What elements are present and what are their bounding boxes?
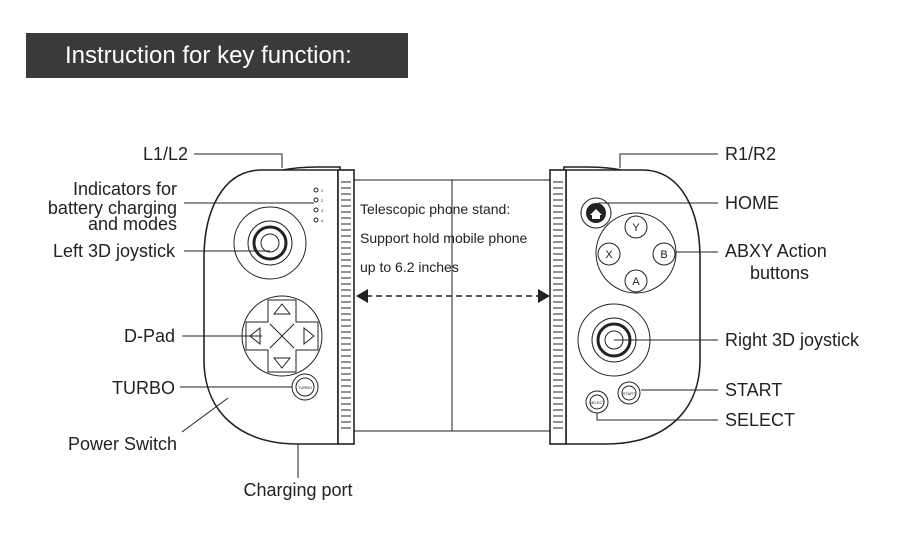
label-start: START: [725, 380, 782, 400]
dpad[interactable]: [241, 295, 323, 377]
label-power-switch: Power Switch: [68, 434, 177, 454]
label-indicators-2: battery charging: [48, 198, 177, 218]
label-left-joystick: Left 3D joystick: [53, 241, 176, 261]
label-indicators-3: and modes: [88, 214, 177, 234]
label-abxy-1: ABXY Action: [725, 241, 827, 261]
y-button[interactable]: Y: [624, 215, 648, 239]
callout-lines-left: [180, 153, 314, 478]
indicator-leds: 1 2 3 4: [313, 187, 324, 223]
select-button[interactable]: SELECT: [585, 390, 609, 414]
label-l1-l2: L1/L2: [143, 144, 188, 164]
turbo-button[interactable]: TURBO: [291, 373, 319, 401]
x-button[interactable]: X: [597, 242, 621, 266]
stand-text-line-2: Support hold mobile phone: [360, 230, 528, 246]
svg-text:2: 2: [321, 198, 324, 203]
svg-text:SELECT: SELECT: [589, 400, 605, 405]
home-icon: [590, 209, 602, 219]
page-title: Instruction for key function:: [26, 33, 408, 78]
right-controller: Y X B A SELECT: [549, 166, 701, 445]
a-button[interactable]: A: [624, 269, 648, 293]
left-grip-ribs: [341, 181, 351, 429]
svg-text:START: START: [623, 391, 636, 396]
right-grip-ribs: [553, 181, 563, 429]
label-select: SELECT: [725, 410, 795, 430]
home-button[interactable]: [580, 197, 612, 229]
left-joystick[interactable]: [233, 206, 307, 280]
label-dpad: D-Pad: [124, 326, 175, 346]
b-button[interactable]: B: [652, 242, 676, 266]
svg-text:TURBO: TURBO: [298, 385, 312, 390]
start-button[interactable]: START: [617, 381, 641, 405]
svg-text:X: X: [605, 249, 613, 261]
phone-stand: [351, 179, 553, 432]
extend-arrow: [356, 289, 550, 303]
svg-text:4: 4: [321, 218, 324, 223]
svg-text:Y: Y: [632, 222, 640, 234]
label-abxy-2: buttons: [750, 263, 809, 283]
svg-text:A: A: [632, 276, 640, 288]
stand-text-line-3: up to 6.2 inches: [360, 259, 459, 275]
label-charging-port: Charging port: [243, 480, 352, 500]
label-right-joystick: Right 3D joystick: [725, 330, 860, 350]
callout-lines-right: [596, 153, 718, 421]
stand-text-line-1: Telescopic phone stand:: [360, 201, 510, 217]
label-indicators-1: Indicators for: [73, 179, 177, 199]
svg-text:1: 1: [321, 188, 324, 193]
label-turbo: TURBO: [112, 378, 175, 398]
label-home: HOME: [725, 193, 779, 213]
abxy-buttons: Y X B A: [595, 212, 677, 294]
svg-text:B: B: [660, 249, 667, 261]
left-controller: 1 2 3 4 TURBO: [203, 166, 355, 445]
label-r1-r2: R1/R2: [725, 144, 776, 164]
svg-text:3: 3: [321, 208, 324, 213]
